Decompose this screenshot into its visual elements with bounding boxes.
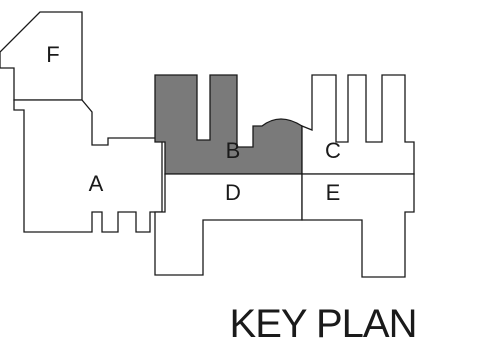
unit-label-d: D	[225, 180, 241, 205]
unit-a-block[interactable]	[13, 99, 163, 233]
key-plan-title: KEY PLAN	[230, 302, 417, 346]
unit-label-e: E	[326, 180, 341, 205]
unit-c-block[interactable]	[301, 74, 415, 175]
unit-label-c: C	[325, 138, 341, 163]
unit-f-block[interactable]	[0, 11, 83, 101]
unit-label-f: F	[46, 42, 59, 67]
unit-label-b: B	[226, 138, 241, 163]
unit-e-block[interactable]	[301, 173, 415, 278]
unit-label-a: A	[89, 171, 104, 196]
